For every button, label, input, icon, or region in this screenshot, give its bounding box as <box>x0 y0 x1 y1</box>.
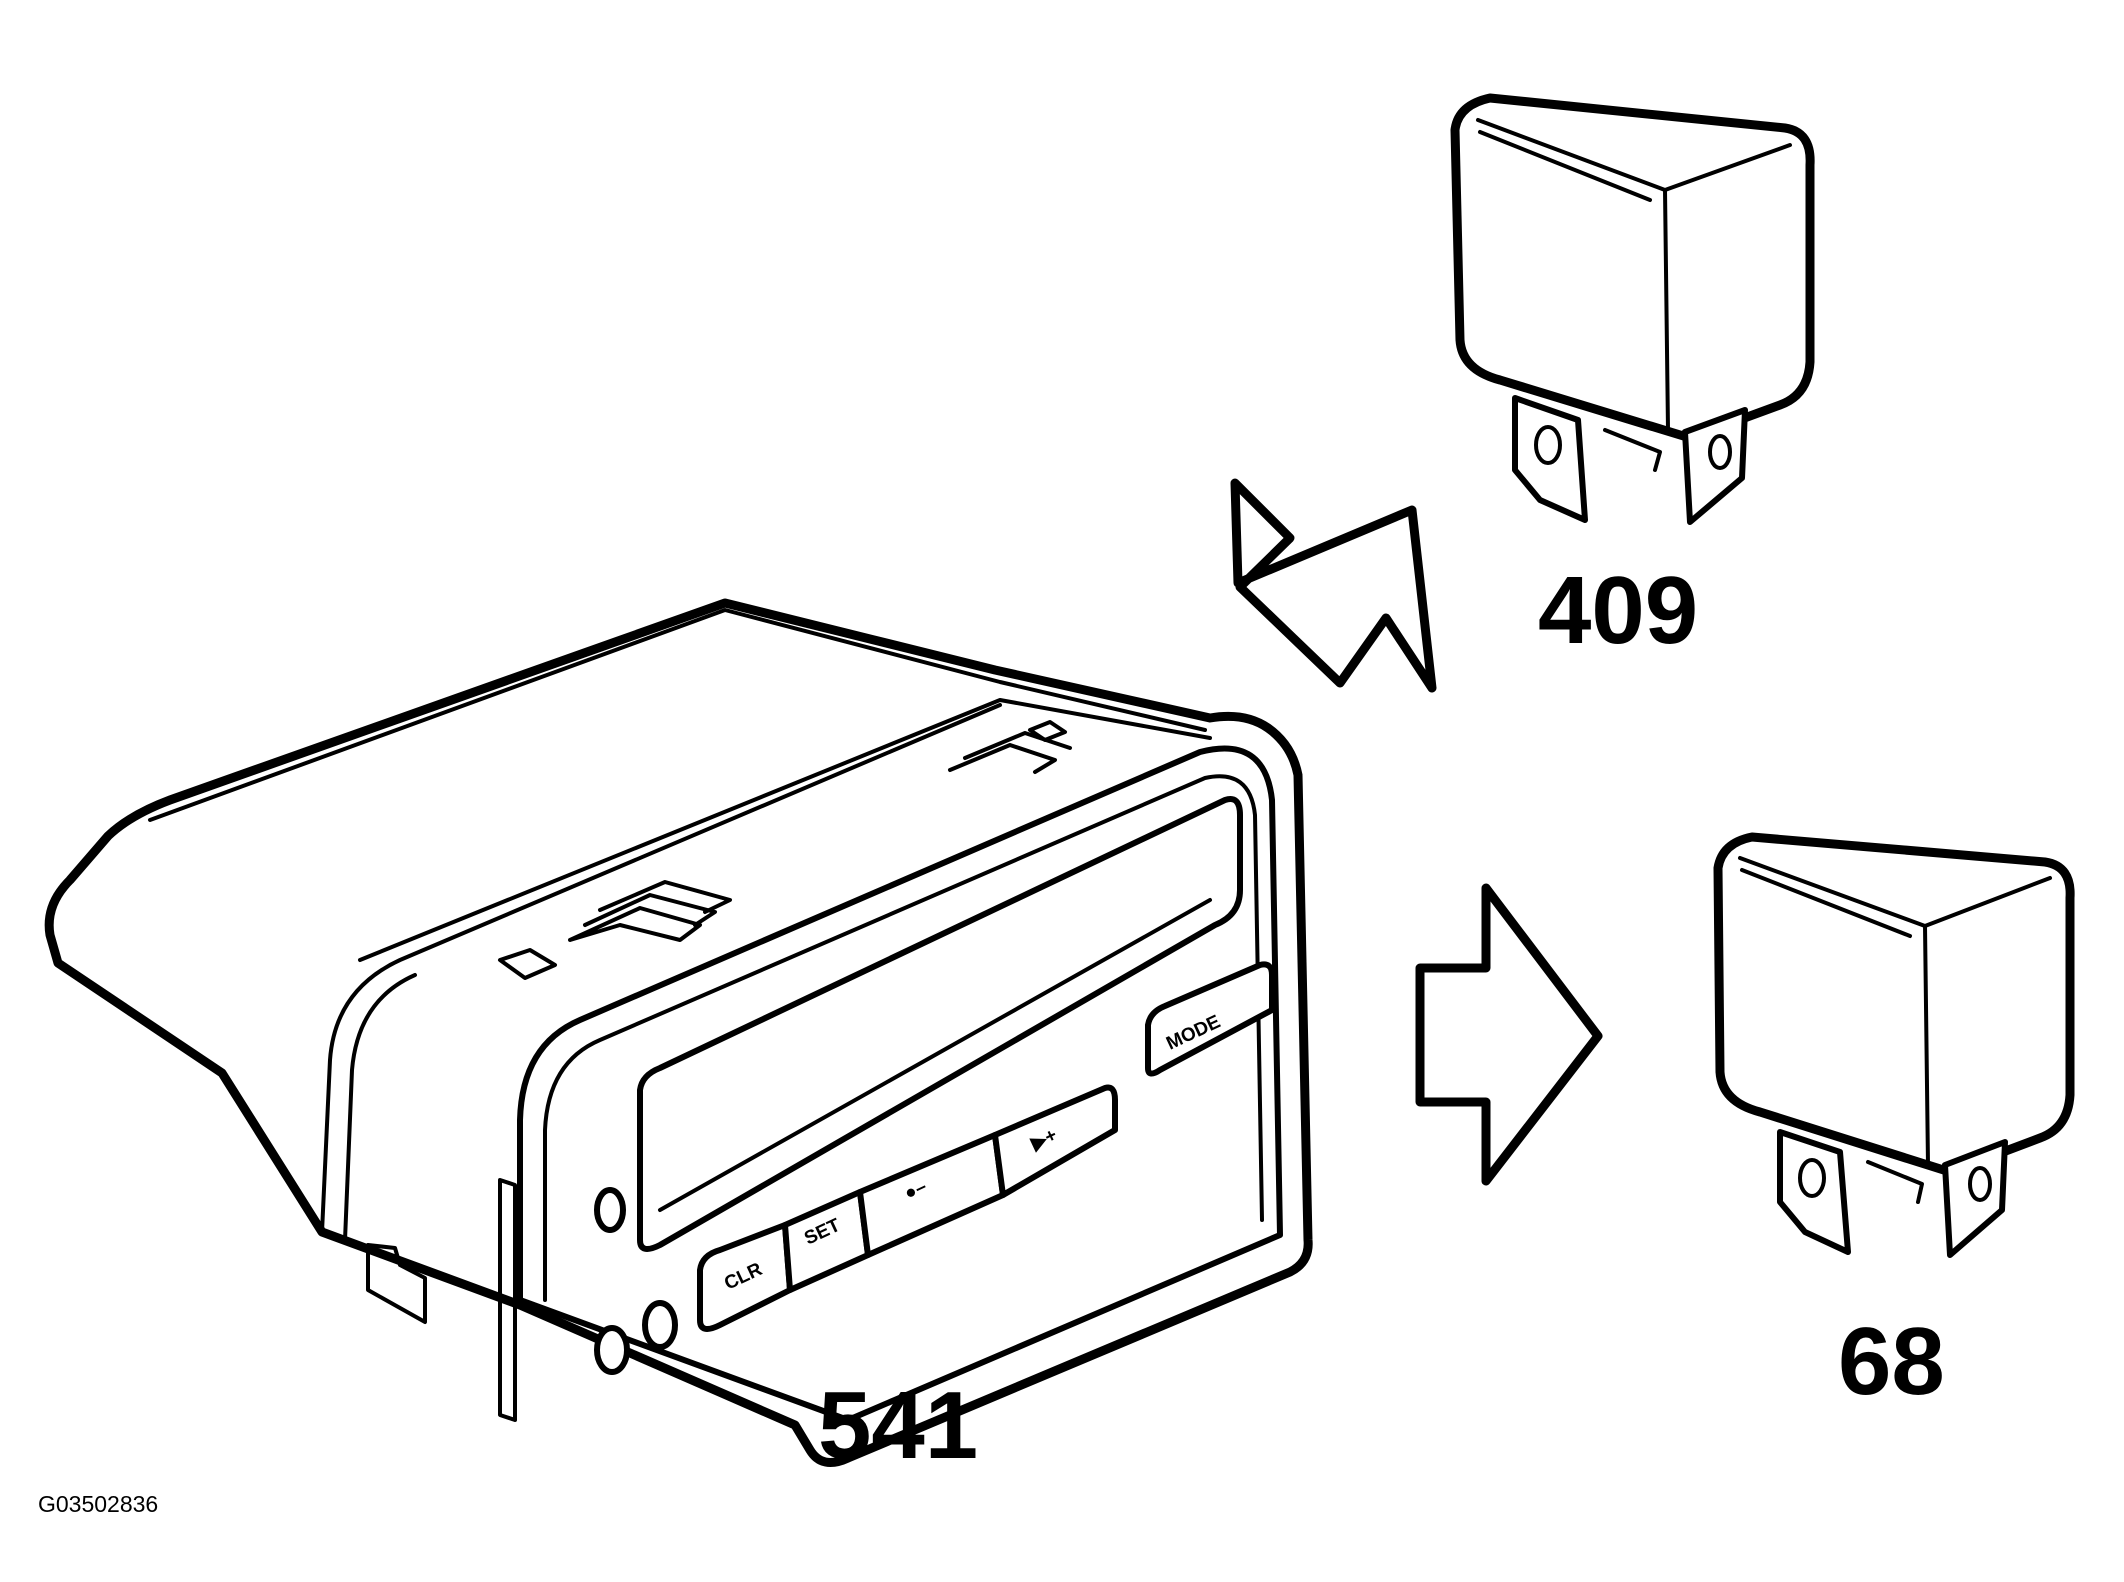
module-541: CLR SET ●– ▶+ MODE <box>44 598 1313 1467</box>
arrow-to-relay-409 <box>1230 478 1437 693</box>
relay-68-terminal-mid <box>1866 1160 1924 1204</box>
arrow-to-relay-68 <box>1415 883 1603 1186</box>
knob-right <box>642 1300 678 1350</box>
relay-68-label: 68 <box>1838 1308 1945 1415</box>
figure-id: G03502836 <box>38 1491 158 1517</box>
relay-68-body <box>1713 832 2075 1177</box>
button-mode[interactable] <box>1145 961 1275 1077</box>
relay-68-terminal-left <box>1777 1129 1851 1255</box>
relay-68-side-edge <box>1923 924 1930 1167</box>
knob-left <box>594 1325 630 1375</box>
module-top-edge <box>358 698 1212 962</box>
indicator-lamp-top <box>594 1187 626 1233</box>
module-top-ridge <box>148 608 1207 822</box>
relay-409-terminal-left-hole <box>1534 425 1562 465</box>
relay-68: 68 <box>1713 832 2075 1415</box>
relay-409-side-edge <box>1663 188 1670 432</box>
side-rail <box>498 1178 517 1422</box>
relay-409-terminal-left <box>1512 395 1588 523</box>
module-side-panel <box>320 703 1002 1234</box>
button-plus[interactable] <box>992 1084 1118 1198</box>
relay-409-body <box>1450 93 1815 443</box>
relay-68-top-highlight <box>1740 868 1912 938</box>
relay-409-terminal-right-hole <box>1708 434 1732 470</box>
control-buttons: CLR SET ●– ▶+ MODE <box>697 961 1275 1332</box>
module-541-label: 541 <box>818 1372 978 1479</box>
relay-68-terminal-right-hole <box>1968 1166 1992 1202</box>
display-inner-line <box>658 898 1212 1212</box>
relay-68-terminal-left-hole <box>1798 1158 1826 1198</box>
side-clip-icon <box>366 1243 427 1324</box>
relay-409: 409 <box>1450 93 1815 664</box>
front-bezel-inner <box>543 774 1264 1302</box>
module-side-inner <box>343 973 417 1242</box>
relay-409-label: 409 <box>1538 557 1698 664</box>
relay-409-terminal-mid <box>1603 428 1662 472</box>
top-vents <box>498 720 1072 980</box>
relay-409-top-highlight <box>1478 130 1652 202</box>
